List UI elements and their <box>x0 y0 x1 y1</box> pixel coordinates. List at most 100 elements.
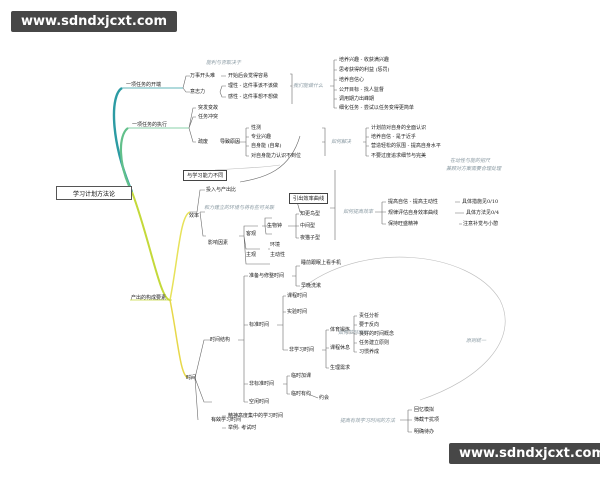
std-sub-2: 非学习时间 <box>289 347 315 353</box>
connector <box>219 75 226 98</box>
solution-0: 计划前对自身的全面认识 <box>371 125 427 131</box>
principle-0: 责任分析 <box>359 313 380 319</box>
improve-sub-2: 注意补觉与小憩 <box>463 221 499 227</box>
improve-sub-0: 具体措施见0/10 <box>462 199 499 205</box>
factor-objective: 客观 <box>246 231 257 237</box>
item-sudden-change: 突发变故 <box>198 105 219 111</box>
solution-3: 不要过度追求细节与完美 <box>371 153 427 159</box>
bio-type-1: 中间型 <box>300 223 316 229</box>
solution-1: 培养自信 - 是于近乎 <box>371 134 416 140</box>
std-sub-0: 课程时间 <box>287 293 308 299</box>
note-effective-methods: 提高有效学习时间的方法 <box>340 418 396 424</box>
result-1: 思考获得的利益 (惩罚) <box>339 67 390 73</box>
sub-easy-after-start: 开始后会觉得容易 <box>228 73 269 79</box>
connector <box>277 295 288 351</box>
principle-4: 习惯养成 <box>359 349 380 355</box>
result-3: 公开目标 - 找人监督 <box>339 87 384 93</box>
item-willpower: 意志力 <box>190 89 206 95</box>
result-5: 细化任务 - 尝试以任务变得更简单 <box>339 105 414 111</box>
note-initiative: 在动性与能的把尺 <box>450 158 491 164</box>
nonlearn-0: 体育锻炼 <box>330 327 351 333</box>
connection-curve <box>299 256 506 401</box>
nonstd-sub-0: 临时加课 <box>291 373 312 379</box>
time-prep: 准备与修整时间 <box>249 273 285 279</box>
watermark-top: www.sdndxjcxt.com <box>11 11 178 32</box>
branch-output-label: 产出的构成要素 <box>131 295 167 301</box>
connector <box>239 225 260 265</box>
connector <box>283 375 290 395</box>
sub-emotional: 感性 - 这件事想不想做 <box>228 94 278 100</box>
time-structure: 时间结构 <box>210 337 231 343</box>
note-how-to-solve: 如何解决 <box>331 139 352 145</box>
connector <box>292 265 300 287</box>
connector <box>260 248 270 265</box>
improve-sub-1: 具体方法见0/4 <box>466 210 500 216</box>
connector <box>238 275 248 403</box>
time-nonstandard: 非标准时间 <box>249 381 275 387</box>
nonstd-sub-2: 约会 <box>319 395 330 401</box>
factor-subjective: 主观 <box>246 252 257 258</box>
biorhythm: 生物钟 <box>267 223 283 229</box>
note-principle: 原则统一 <box>466 338 487 344</box>
note-depends: 能利与否取决于 <box>206 60 242 66</box>
factor-env: 环境 <box>270 242 281 248</box>
box-learning-ability: 与学习能力不同 <box>183 170 228 181</box>
nonlearn-2: 生理需求 <box>330 365 351 371</box>
item-hard-start: 万事开头难 <box>190 73 216 79</box>
principle-3: 任务建立原则 <box>359 340 390 346</box>
connector <box>288 213 299 239</box>
connector <box>322 127 326 156</box>
result-2: 培养自信心 <box>339 77 365 83</box>
branch-execute-label: 一项任务的执行 <box>132 122 168 128</box>
note-environment: 和力建立的环境与将有些可关联 <box>204 205 275 211</box>
connector <box>455 201 464 225</box>
improve-2: 保持旺盛精神 <box>388 221 419 227</box>
bio-type-0: 知更鸟型 <box>300 211 321 217</box>
connector <box>330 59 337 109</box>
item-efficiency: 效率 <box>189 213 200 219</box>
method-1: 筛截干扰项 <box>414 417 440 423</box>
time-spare: 空闲时间 <box>249 399 270 405</box>
prep-sub-1: 早晚洗漱 <box>301 283 322 289</box>
principle-1: 要于反向 <box>359 322 380 328</box>
connector <box>330 170 336 240</box>
item-neglect: 疏废 <box>198 139 209 145</box>
note-what-we-can-do: 我们能做什么 <box>293 83 324 89</box>
connector <box>322 329 329 369</box>
branch-start-label: 一项任务的开端 <box>126 82 162 88</box>
improve-0: 提高自信 - 提高主动性 <box>388 199 438 205</box>
connector <box>190 189 206 237</box>
branch-line-output <box>131 191 171 301</box>
prep-sub-0: 睡前跟眠上看手机 <box>301 260 342 266</box>
nonlearn-1: 课程休息 <box>330 345 351 351</box>
factor-initiative: 主动性 <box>270 252 286 258</box>
solution-2: 营造轻松的氛围 - 提高自身水平 <box>371 143 441 149</box>
std-sub-1: 实验时间 <box>287 309 308 315</box>
time-effective: 有效学习时间 <box>211 417 242 423</box>
connector <box>363 127 369 157</box>
effective-sub-1: 举例: 考试时 <box>228 425 257 431</box>
cause-1: 专业兴趣 <box>251 134 272 140</box>
connector <box>290 73 293 104</box>
branch-line-time <box>169 299 189 379</box>
branch-line-start <box>112 86 134 193</box>
nonstd-sub-1: 临时有约 <box>291 391 312 397</box>
method-0: 回忆模拟 <box>414 407 435 413</box>
sub-rational: 理性 - 这件事该不该做 <box>228 83 278 89</box>
root-node: 学习计划方法论 <box>56 186 132 200</box>
connector <box>188 107 196 143</box>
cause-0: 性测 <box>251 125 262 131</box>
note-save-time: 如何节时时间 <box>338 330 369 336</box>
bio-type-2: 夜猫子型 <box>300 235 321 241</box>
connector <box>307 393 319 399</box>
connector <box>222 127 249 157</box>
box-efficiency-curve: 引出效率曲线 <box>289 193 329 204</box>
time-standard: 标准时间 <box>249 322 270 328</box>
principle-2: 良好的时间概念 <box>359 331 395 337</box>
connector <box>400 409 412 433</box>
connector <box>182 75 190 93</box>
cause-3: 对自身能力认识不到位 <box>251 153 302 159</box>
method-2: 明确待办 <box>414 429 435 435</box>
item-input-output: 投入与产出比 <box>206 187 237 193</box>
